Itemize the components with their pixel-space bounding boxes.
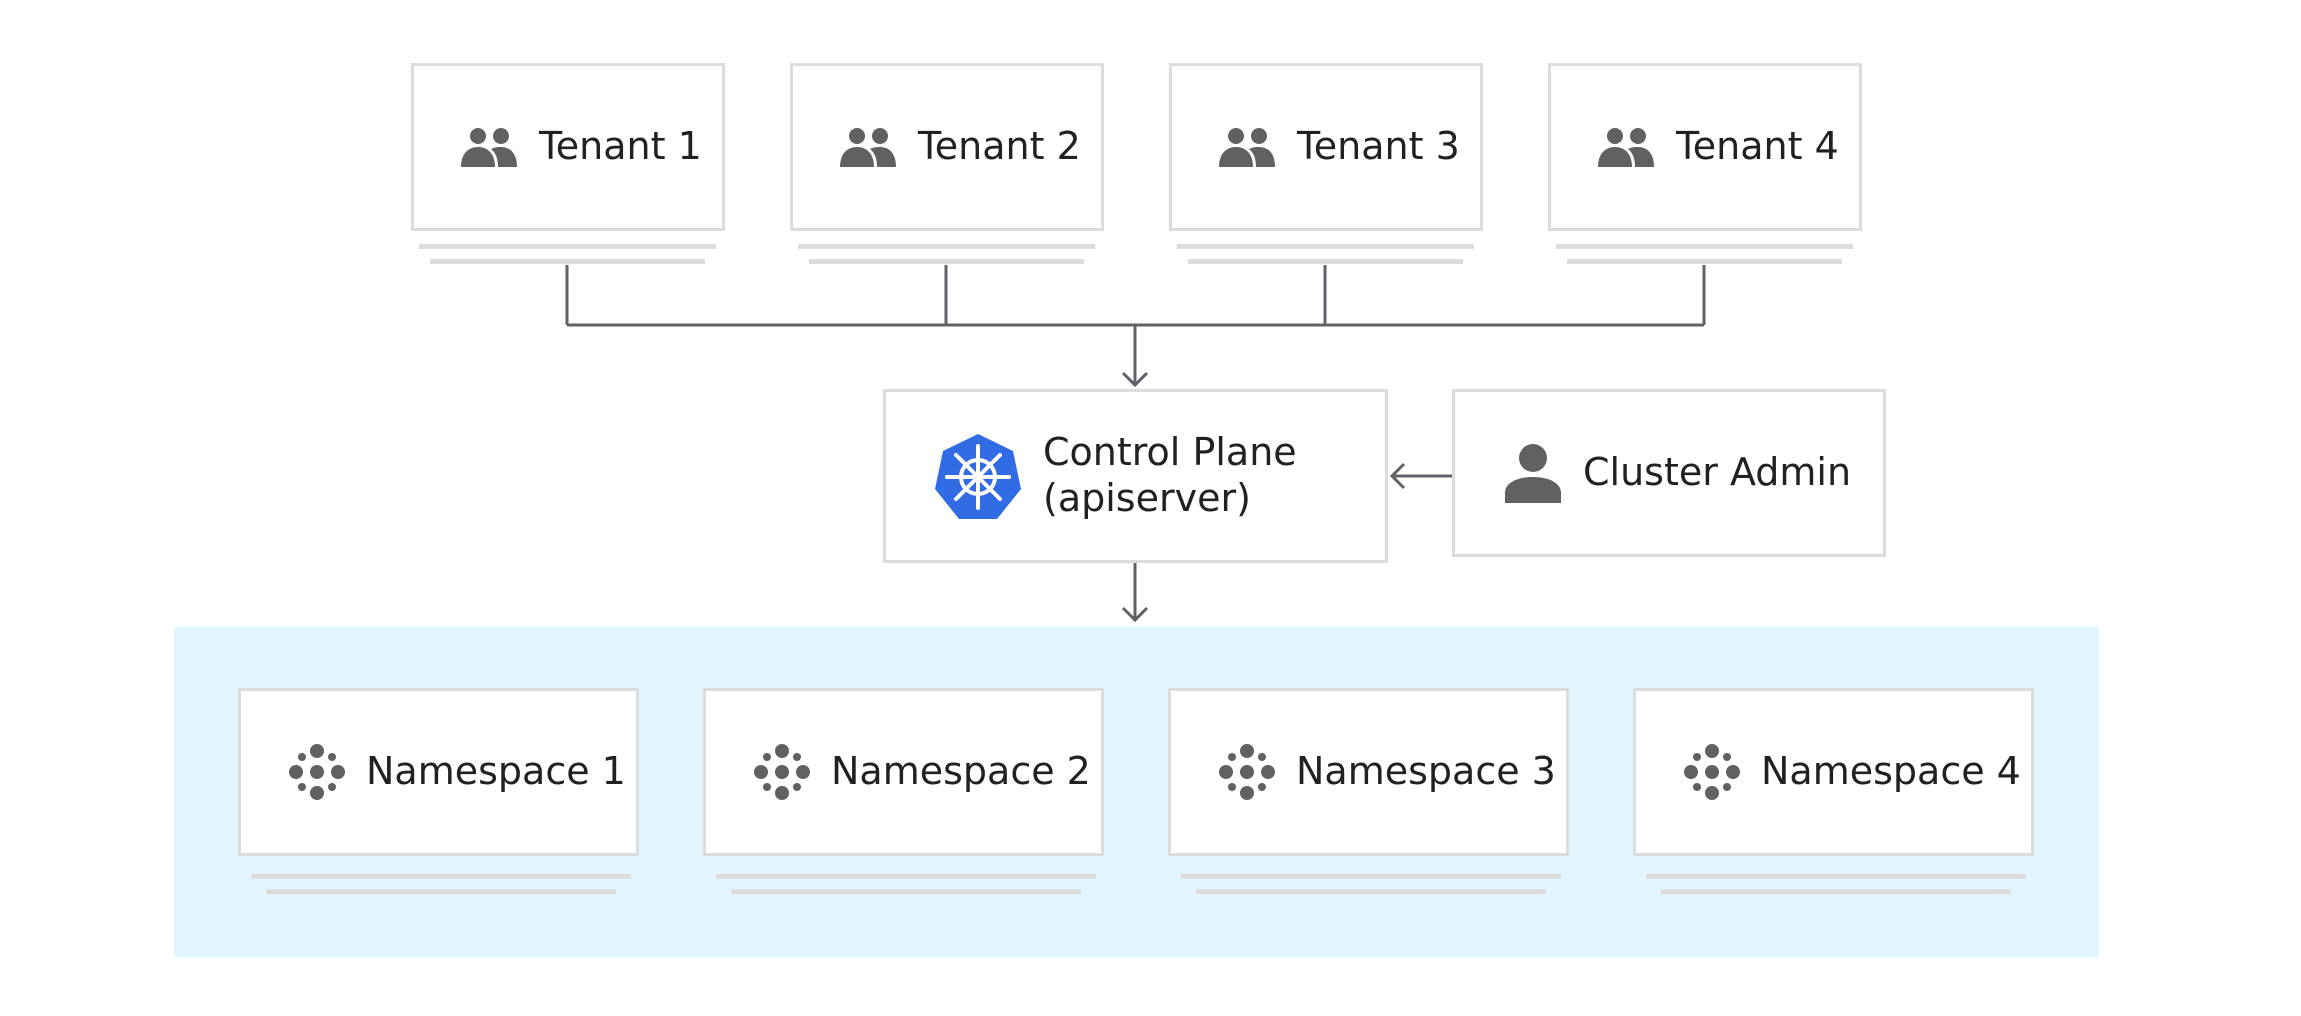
- control-plane-subtitle: (apiserver): [1043, 476, 1251, 520]
- group-icon: [1219, 128, 1275, 167]
- namespace-dots-icon: [1219, 744, 1275, 800]
- tenant-2-stack-line: [798, 244, 1095, 249]
- group-icon: [1598, 128, 1654, 167]
- person-icon: [1505, 444, 1561, 503]
- tenant-2-label: Tenant 2: [918, 124, 1081, 169]
- control-plane-to-namespaces-arrow: [1121, 563, 1149, 623]
- tenant-3-label: Tenant 3: [1297, 124, 1460, 169]
- namespace-1-label: Namespace 1: [366, 749, 626, 794]
- tenant-1-card: Tenant 1: [411, 63, 725, 231]
- group-icon: [840, 128, 896, 167]
- group-icon: [461, 128, 517, 167]
- tenants-to-control-plane-arrow: [1121, 325, 1149, 388]
- namespace-1-stack-line: [266, 889, 616, 894]
- namespace-dots-icon: [289, 744, 345, 800]
- tenant-4-label: Tenant 4: [1676, 124, 1839, 169]
- tenant-4-stack-line: [1556, 244, 1853, 249]
- tenant-2-stack-line: [809, 259, 1084, 264]
- control-plane-title: Control Plane: [1043, 430, 1297, 475]
- control-plane-card: Control Plane (apiserver): [883, 389, 1388, 563]
- tenant-1-stack-line: [419, 244, 716, 249]
- namespace-1-card: Namespace 1: [238, 688, 639, 856]
- tenant-4-card: Tenant 4: [1548, 63, 1862, 231]
- tenant-1-label: Tenant 1: [539, 124, 702, 169]
- namespace-1-stack-line: [251, 874, 631, 879]
- cluster-admin-card: Cluster Admin: [1452, 389, 1886, 557]
- namespace-4-stack-line: [1646, 874, 2026, 879]
- namespace-4-label: Namespace 4: [1761, 749, 2021, 794]
- tenant-1-stack-line: [430, 259, 705, 264]
- namespace-2-label: Namespace 2: [831, 749, 1091, 794]
- cluster-admin-label: Cluster Admin: [1583, 450, 1852, 495]
- tenant-4-stack-line: [1567, 259, 1842, 264]
- tenant-3-stack-line: [1188, 259, 1463, 264]
- namespace-2-stack-line: [716, 874, 1096, 879]
- namespace-4-stack-line: [1661, 889, 2011, 894]
- namespace-3-label: Namespace 3: [1296, 749, 1556, 794]
- namespace-3-stack-line: [1181, 874, 1561, 879]
- namespace-3-stack-line: [1196, 889, 1546, 894]
- tenant-3-card: Tenant 3: [1169, 63, 1483, 231]
- namespace-dots-icon: [754, 744, 810, 800]
- namespace-dots-icon: [1684, 744, 1740, 800]
- namespace-4-card: Namespace 4: [1633, 688, 2034, 856]
- admin-to-control-plane-arrow: [1389, 462, 1452, 490]
- kubernetes-logo-icon: [935, 434, 1021, 519]
- tenant-3-stack-line: [1177, 244, 1474, 249]
- namespace-2-stack-line: [731, 889, 1081, 894]
- namespace-2-card: Namespace 2: [703, 688, 1104, 856]
- tenant-2-card: Tenant 2: [790, 63, 1104, 231]
- namespace-3-card: Namespace 3: [1168, 688, 1569, 856]
